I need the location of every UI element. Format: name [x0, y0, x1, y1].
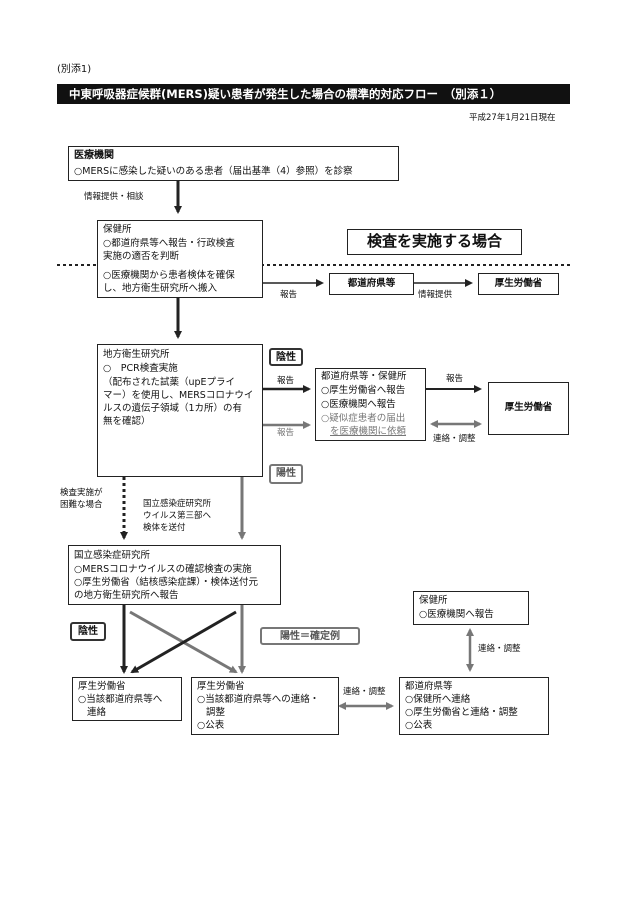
mhlw-left-box: 厚生労働省 ○当該都道府県等へ 連絡 — [72, 677, 182, 721]
coord-label-2: 連絡・調整 — [478, 644, 521, 654]
chiho-title: 地方衛生研究所 — [103, 349, 170, 360]
pref-top-title: 都道府県等 — [347, 278, 396, 289]
chiho-line3: マー）を使用し、MERSコロナウイ — [103, 390, 254, 401]
chiho-line4: ルスの遺伝子領域（1カ所）の有 — [103, 403, 243, 414]
mhlw-center-line1: ○当該都道府県等への連絡・ — [197, 694, 320, 705]
chiho-line1: ○ PCR検査実施 — [103, 363, 178, 374]
pref-hokenjo-box: 都道府県等・保健所 ○厚生労働省へ報告 ○医療機関へ報告 ○疑似症患者の届出 を… — [315, 368, 426, 441]
pref-hokenjo-line3: ○疑似症患者の届出 — [321, 413, 406, 424]
niid-box: 国立感染症研究所 ○MERSコロナウイルスの確認検査の実施 ○厚生労働省（結核感… — [68, 545, 281, 605]
report-label-2: 報告 — [277, 376, 295, 386]
arrow-cross-black — [130, 610, 237, 674]
niid-title: 国立感染症研究所 — [74, 550, 151, 561]
negative-badge-1: 陰性 — [269, 348, 303, 366]
pref-bottom-line2: ○厚生労働省と連絡・調整 — [405, 707, 518, 718]
hokenjo-line1: ○都道府県等へ報告・行政検査 — [103, 238, 235, 249]
mhlw-left-line2: 連絡 — [87, 707, 107, 718]
hokenjo-line4: し、地方衛生研究所へ搬入 — [103, 283, 218, 294]
date-label: 平成27年1月21日現在 — [469, 113, 556, 123]
mhlw-center-box: 厚生労働省 ○当該都道府県等への連絡・ 調整 ○公表 — [191, 677, 339, 735]
hokenjo-bottom-line1: ○医療機関へ報告 — [419, 609, 494, 620]
niid-line2: ○厚生労働省（結核感染症課）・検体送付元 — [74, 577, 259, 588]
pref-hokenjo-line2: ○医療機関へ報告 — [321, 399, 396, 410]
mhlw-center-title: 厚生労働省 — [197, 681, 245, 692]
report-label-4: 報告 — [446, 374, 464, 384]
coord-label-3: 連絡・調整 — [343, 687, 386, 697]
section-label: 検査を実施する場合 — [347, 229, 522, 255]
niid-send-label-2: ウイルス第三部へ — [143, 511, 212, 521]
hokenjo-bottom-title: 保健所 — [419, 595, 448, 606]
difficult-label-2: 困難な場合 — [60, 500, 103, 510]
mhlw-left-title: 厚生労働省 — [78, 681, 126, 692]
mhlw-center-line3: ○公表 — [197, 720, 225, 731]
mhlw-center-line2: 調整 — [206, 707, 226, 718]
pref-bottom-box: 都道府県等 ○保健所へ連絡 ○厚生労働省と連絡・調整 ○公表 — [399, 677, 549, 735]
mhlw-mid-title: 厚生労働省 — [504, 402, 553, 413]
info-provide-label: 情報提供 — [418, 290, 453, 300]
positive-badge-1: 陽性 — [269, 464, 303, 484]
mhlw-top-box: 厚生労働省 — [478, 273, 559, 295]
hokenjo-line3: ○医療機関から患者検体を確保 — [103, 270, 235, 281]
medical-line1: ○MERSに感染した疑いのある患者（届出基準（4）参照）を診察 — [74, 166, 353, 177]
mhlw-left-line1: ○当該都道府県等へ — [78, 694, 163, 705]
annex-label: (別添1) — [57, 64, 92, 75]
chiho-line2: （配布された試薬（upEプライ — [103, 377, 236, 388]
info-consult-label: 情報提供・相談 — [84, 192, 144, 202]
pref-hokenjo-line4: を医療機関に依頼 — [330, 426, 407, 437]
niid-send-label-1: 国立感染症研究所 — [143, 499, 212, 509]
mhlw-top-title: 厚生労働省 — [494, 278, 543, 289]
hokenjo-title: 保健所 — [103, 224, 132, 235]
hokenjo-bottom-box: 保健所 ○医療機関へ報告 — [413, 591, 529, 625]
pref-hokenjo-title: 都道府県等・保健所 — [321, 371, 407, 382]
medical-institution-box: 医療機関 ○MERSに感染した疑いのある患者（届出基準（4）参照）を診察 — [68, 146, 399, 181]
mhlw-mid-box: 厚生労働省 — [488, 382, 569, 435]
pref-hokenjo-line1: ○厚生労働省へ報告 — [321, 385, 406, 396]
positive-confirmed-badge: 陽性＝確定例 — [260, 627, 360, 645]
negative-badge-2: 陰性 — [70, 622, 106, 641]
medical-title: 医療機関 — [74, 150, 114, 161]
hokenjo-line2: 実施の適否を判断 — [103, 251, 180, 262]
coord-label-1: 連絡・調整 — [433, 434, 476, 444]
chiho-line5: 無を確認） — [103, 416, 151, 427]
hokenjo-box: 保健所 ○都道府県等へ報告・行政検査 実施の適否を判断 ○医療機関から患者検体を… — [97, 220, 263, 298]
pref-top-box: 都道府県等 — [329, 273, 414, 295]
chiho-lab-box: 地方衛生研究所 ○ PCR検査実施 （配布された試薬（upEプライ マー）を使用… — [97, 344, 263, 477]
page-title: 中東呼吸器症候群(MERS)疑い患者が発生した場合の標準的対応フロー （別添１） — [57, 84, 570, 104]
report-label-3: 報告 — [277, 428, 295, 438]
pref-bottom-line1: ○保健所へ連絡 — [405, 694, 471, 705]
pref-bottom-line3: ○公表 — [405, 720, 433, 731]
pref-bottom-title: 都道府県等 — [405, 681, 453, 692]
niid-line3: の地方衛生研究所へ報告 — [74, 590, 179, 601]
niid-line1: ○MERSコロナウイルスの確認検査の実施 — [74, 564, 252, 575]
difficult-label-1: 検査実施が — [60, 488, 103, 498]
niid-send-label-3: 検体を送付 — [143, 523, 186, 533]
report-label-1: 報告 — [280, 290, 298, 300]
